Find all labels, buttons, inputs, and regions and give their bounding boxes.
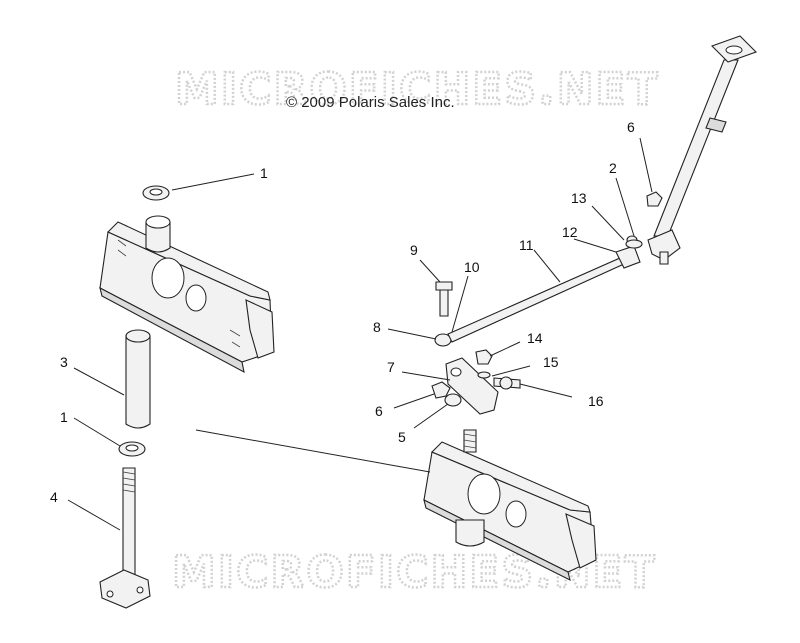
- steering-housing-lower: [423, 429, 597, 582]
- copyright-text: © 2009 Polaris Sales Inc.: [286, 94, 455, 111]
- callout-13: 13: [571, 190, 587, 206]
- callout-14: 14: [527, 330, 543, 346]
- callout-6-upper: 6: [627, 119, 635, 135]
- leader-10: [451, 275, 469, 333]
- steering-post: [99, 467, 151, 609]
- leader-12: [573, 238, 617, 253]
- steering-column: [647, 35, 758, 265]
- leader-7: [401, 371, 451, 381]
- leader-5: [413, 403, 449, 429]
- callout-1-lower: 1: [60, 409, 68, 425]
- callout-12: 12: [562, 224, 578, 240]
- leader-6b: [393, 393, 435, 409]
- pitman-arm: [445, 357, 499, 415]
- callout-5: 5: [398, 429, 406, 445]
- callout-8: 8: [373, 319, 381, 335]
- leader-6a: [639, 137, 653, 193]
- callout-11: 11: [519, 237, 534, 253]
- leader-14: [489, 341, 521, 357]
- tie-rod: [447, 235, 641, 343]
- watermark-top: MICROFICHES.NET: [175, 64, 660, 115]
- callout-4: 4: [50, 489, 58, 505]
- steering-housing-upper: [99, 215, 275, 374]
- callout-1-upper: 1: [260, 165, 268, 181]
- connector-line: [195, 429, 431, 473]
- leader-16: [519, 383, 573, 398]
- washer-and-nut-top: [625, 191, 663, 249]
- callout-7: 7: [387, 359, 395, 375]
- callout-9: 9: [410, 242, 418, 258]
- seal-upper: [142, 185, 170, 201]
- hardware: [431, 281, 521, 407]
- callout-16: 16: [588, 393, 604, 409]
- leader-13: [591, 205, 625, 241]
- callout-2: 2: [609, 160, 617, 176]
- seal-lower: [118, 441, 146, 457]
- leader-9: [419, 259, 441, 283]
- callout-10: 10: [464, 259, 480, 275]
- callout-3: 3: [60, 354, 68, 370]
- leader-8: [387, 328, 437, 340]
- leader-2: [615, 177, 635, 237]
- leader-15: [491, 365, 531, 377]
- bushing-tube: [125, 329, 151, 429]
- leader-11: [533, 249, 561, 283]
- leader-1a: [171, 173, 255, 191]
- leader-3: [73, 367, 125, 396]
- callout-6-lower: 6: [375, 403, 383, 419]
- leader-1b: [73, 417, 121, 447]
- callout-15: 15: [543, 354, 559, 370]
- leader-4: [67, 499, 121, 531]
